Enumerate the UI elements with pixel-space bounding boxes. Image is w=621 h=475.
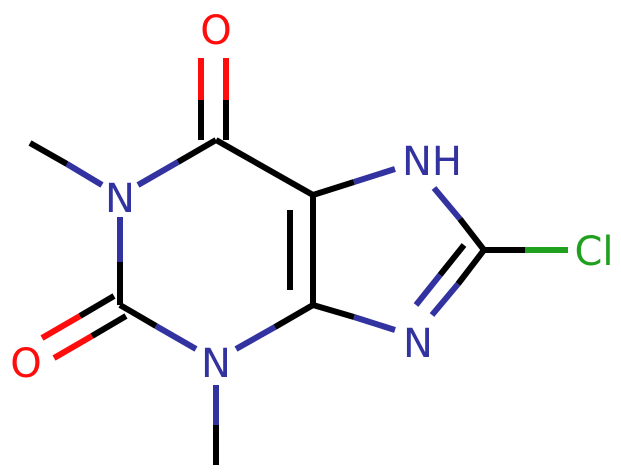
bond-c5-n7 [312,166,396,198]
atom-label-o6: O [200,8,231,54]
bond-n3-c4 [234,302,315,352]
bond-c2-o2 [40,293,128,361]
bond-n7-c8 [431,186,487,252]
atom-label-n3: N [201,341,231,387]
bond-c6-o6 [198,58,229,140]
bond-c8-n9 [413,243,487,317]
atom-labels: O N NH Cl O N N [10,8,613,387]
bond-c4-c5 [287,195,316,305]
bond-c5-c6 [214,137,315,198]
atom-label-n1: N [105,176,135,222]
bonds [28,58,568,465]
atom-label-o2: O [10,341,41,387]
bond-n1-methyl [28,140,104,188]
atom-label-n9: N [403,321,433,367]
atom-label-cl: Cl [574,229,613,275]
atom-label-n7: NH [402,139,462,185]
bond-n9-c4 [312,302,396,333]
bond-c6-n1 [136,137,218,188]
bond-c2-n3 [118,302,198,352]
